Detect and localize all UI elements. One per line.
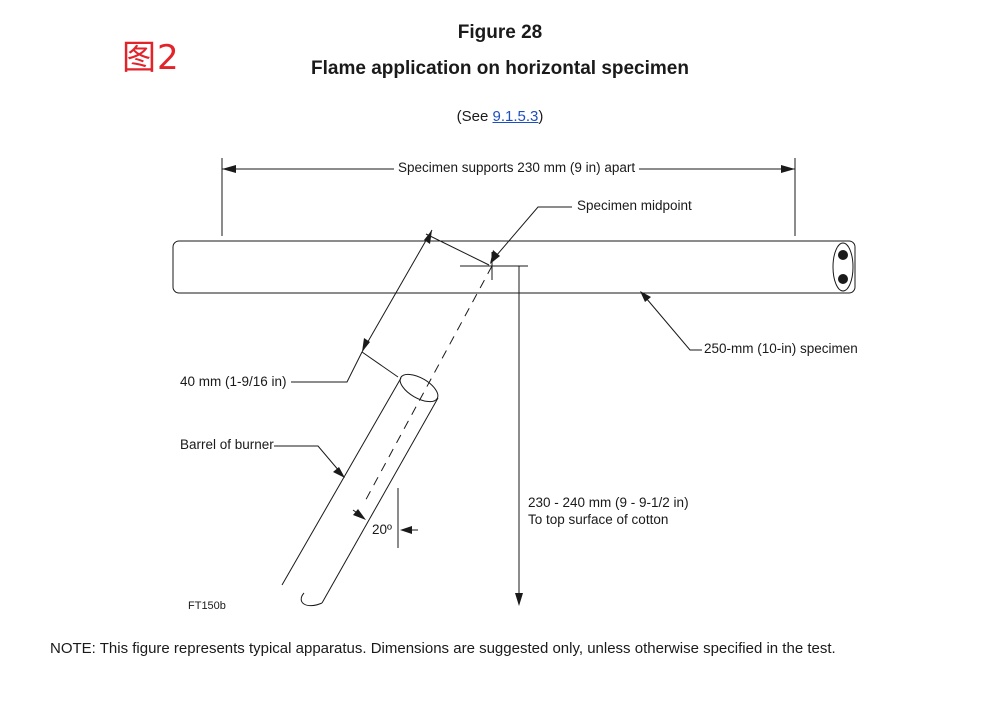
specimen-end-dot-bottom (838, 274, 848, 284)
barrel-edge-left (281, 377, 402, 586)
support-arrow-right (781, 165, 795, 173)
figure-title: Figure 28 (457, 22, 543, 43)
barrel-leader (274, 445, 341, 473)
section-link[interactable]: 9.1.5.3 (492, 108, 539, 125)
specimen-bar (172, 240, 856, 294)
burner-distance-extension-low (361, 351, 399, 378)
burner-distance-arrow-low (362, 338, 370, 352)
support-arrow-left (222, 165, 236, 173)
burner-axis (362, 265, 493, 506)
burner-distance-label: 40 mm (1-9/16 in) (180, 374, 287, 389)
reference-prefix: (See (456, 108, 493, 125)
figure-code: FT150b (188, 600, 226, 612)
reference-suffix: ) (538, 108, 544, 125)
midpoint-arrow (490, 250, 500, 264)
specimen-leader (645, 297, 702, 351)
burner-distance-arrow-high (424, 230, 432, 244)
cotton-distance-label: 230 - 240 mm (9 - 9-1/2 in) (528, 495, 689, 510)
burner-distance-line (361, 229, 433, 353)
specimen-arrow (640, 291, 651, 302)
specimen-label: 250-mm (10-in) specimen (704, 341, 858, 356)
figure-subtitle: Flame application on horizontal specimen (311, 58, 689, 79)
support-span-label: Specimen supports 230 mm (9 in) apart (394, 160, 640, 175)
barrel-cut-end (300, 592, 323, 607)
cotton-arrow (515, 593, 523, 606)
burner-mouth (399, 373, 439, 403)
specimen-end-dot-top (838, 250, 848, 260)
angle-arrow-right (400, 526, 412, 534)
burner-distance-extension-top (425, 233, 490, 266)
figure-reference: (See 9.1.5.3) (0, 108, 1000, 125)
angle-arrow-left (353, 509, 366, 520)
figure-tag: 图2 (122, 38, 180, 78)
burner-distance-leader (291, 351, 363, 383)
figure-note: NOTE: This figure represents typical app… (50, 640, 836, 657)
midpoint-leader (495, 206, 572, 257)
midpoint-label: Specimen midpoint (577, 198, 692, 213)
cotton-surface-label: To top surface of cotton (528, 512, 669, 527)
barrel-label: Barrel of burner (180, 437, 274, 452)
barrel-edge-right (321, 397, 439, 604)
barrel-arrow (333, 467, 345, 478)
specimen-end-profile (832, 242, 854, 292)
angle-label: 20º (372, 522, 392, 537)
